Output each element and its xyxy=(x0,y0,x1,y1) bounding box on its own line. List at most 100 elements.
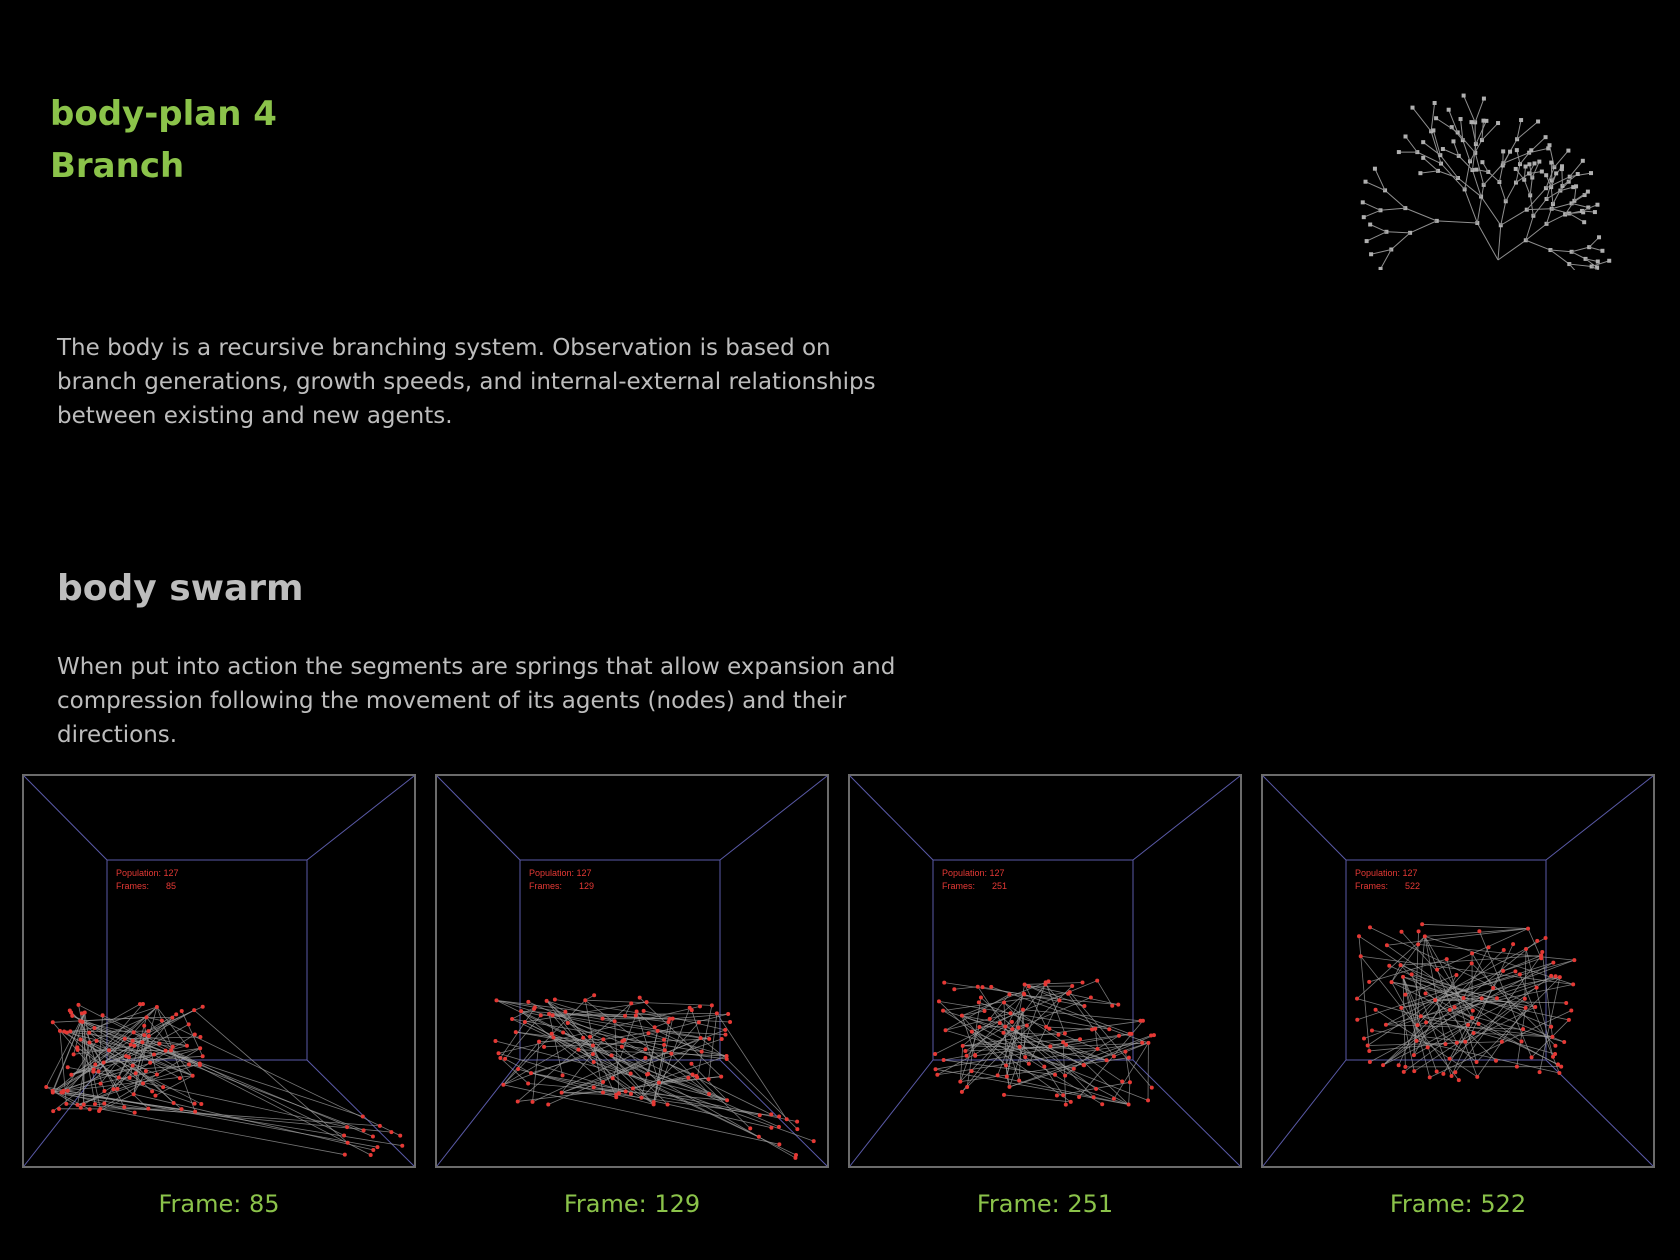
agent-node xyxy=(1117,1033,1122,1038)
tree-node xyxy=(1595,202,1600,207)
agent-node xyxy=(200,1004,205,1009)
agent-node xyxy=(1401,1069,1406,1074)
tree-branch xyxy=(1553,150,1569,168)
tree-node xyxy=(1372,166,1377,171)
tree-node xyxy=(1544,197,1549,202)
spring-segment xyxy=(1541,952,1553,1037)
agent-node xyxy=(601,1037,606,1042)
agent-node xyxy=(69,1072,74,1077)
tree-branch xyxy=(1546,203,1554,224)
agent-node xyxy=(1454,1040,1459,1045)
agent-node xyxy=(614,1095,619,1100)
tree-branch xyxy=(1560,186,1574,192)
agent-node xyxy=(550,1013,555,1018)
spring-segment xyxy=(504,1015,542,1060)
agent-node xyxy=(995,1073,1000,1078)
frames-label: Frames: xyxy=(116,881,149,891)
agent-node xyxy=(87,1030,92,1035)
tree-node xyxy=(1569,249,1574,254)
tree-branch xyxy=(1565,210,1583,216)
tree-branch xyxy=(1474,98,1485,123)
tree-branch xyxy=(1480,196,1502,226)
title-line-1: body-plan 4 xyxy=(50,94,277,134)
tree-node xyxy=(1501,161,1506,166)
spring-segment xyxy=(77,1049,166,1052)
agent-node xyxy=(1367,1060,1372,1065)
agent-node xyxy=(666,1020,671,1025)
agent-node xyxy=(935,1072,940,1077)
tree-branch xyxy=(1585,258,1598,263)
spring-segment xyxy=(540,1012,717,1016)
spring-segment xyxy=(961,1015,1000,1024)
agent-node xyxy=(794,1152,799,1157)
agent-node xyxy=(1501,947,1506,952)
tree-branch xyxy=(1562,173,1579,187)
tree-node xyxy=(1585,189,1590,194)
agent-node xyxy=(342,1133,347,1138)
agent-node xyxy=(662,1042,667,1047)
agent-node xyxy=(1443,1042,1448,1047)
agent-node xyxy=(177,1076,182,1081)
tree-node xyxy=(1432,100,1437,105)
agent-node xyxy=(1519,1039,1524,1044)
tree-branch xyxy=(1564,200,1575,215)
spring-segment xyxy=(133,1070,147,1095)
agent-node xyxy=(1534,985,1539,990)
agent-node xyxy=(1017,1044,1022,1049)
agent-node xyxy=(1389,980,1394,985)
agent-node xyxy=(1107,1027,1112,1032)
tree-node xyxy=(1560,164,1565,169)
agent-node xyxy=(1521,1027,1526,1032)
tree-branch xyxy=(1374,168,1386,191)
tree-branch xyxy=(1532,198,1547,217)
tree-node xyxy=(1571,185,1576,190)
spring-segment xyxy=(589,1036,728,1101)
spring-segment xyxy=(1028,1000,1060,1064)
agent-node xyxy=(170,1044,175,1049)
agent-node xyxy=(609,1053,614,1058)
agent-node xyxy=(360,1114,365,1119)
agent-node xyxy=(1493,1058,1498,1063)
tree-branch xyxy=(1523,179,1531,196)
spring-segment xyxy=(193,1009,348,1144)
agent-node xyxy=(1553,974,1558,979)
tree-branch xyxy=(1525,239,1551,251)
spring-segment xyxy=(1400,955,1542,966)
tree-branch xyxy=(1463,95,1476,123)
spring-segment xyxy=(966,997,982,1088)
spring-segment xyxy=(1360,955,1460,1081)
agent-node xyxy=(198,1034,203,1039)
agent-node xyxy=(1001,1030,1006,1035)
tree-branch xyxy=(1519,149,1532,165)
tree-branch xyxy=(1436,220,1478,224)
spring-segment xyxy=(500,1008,535,1059)
agent-node xyxy=(941,1058,946,1063)
agent-node xyxy=(651,1100,656,1105)
spring-segment xyxy=(971,1031,1149,1101)
agent-node xyxy=(1522,996,1527,1001)
spring-segment xyxy=(132,1040,363,1117)
agent-node xyxy=(1110,1003,1115,1008)
tree-branch xyxy=(1448,109,1459,133)
agent-node xyxy=(1414,1038,1419,1043)
spring-segment xyxy=(62,1040,97,1093)
spring-segment xyxy=(1069,991,1153,1088)
tree-branch xyxy=(1384,189,1406,209)
agent-node xyxy=(98,1106,103,1111)
tree-branch xyxy=(1550,249,1572,253)
agent-node xyxy=(60,1090,65,1095)
spring-segment xyxy=(1422,923,1529,929)
agent-node xyxy=(1063,1073,1068,1078)
tree-node xyxy=(1434,218,1439,223)
tree-branch xyxy=(1569,263,1592,267)
spring-segment xyxy=(1125,1051,1131,1083)
tree-branch xyxy=(1369,224,1387,233)
tree-branch xyxy=(1550,249,1570,265)
spring-segment xyxy=(1449,1009,1565,1043)
spring-segment xyxy=(1424,928,1529,937)
spring-segment xyxy=(1463,947,1489,999)
perspective-box xyxy=(1262,775,1654,1167)
agent-node xyxy=(1003,1024,1008,1029)
tree-node xyxy=(1368,222,1373,227)
